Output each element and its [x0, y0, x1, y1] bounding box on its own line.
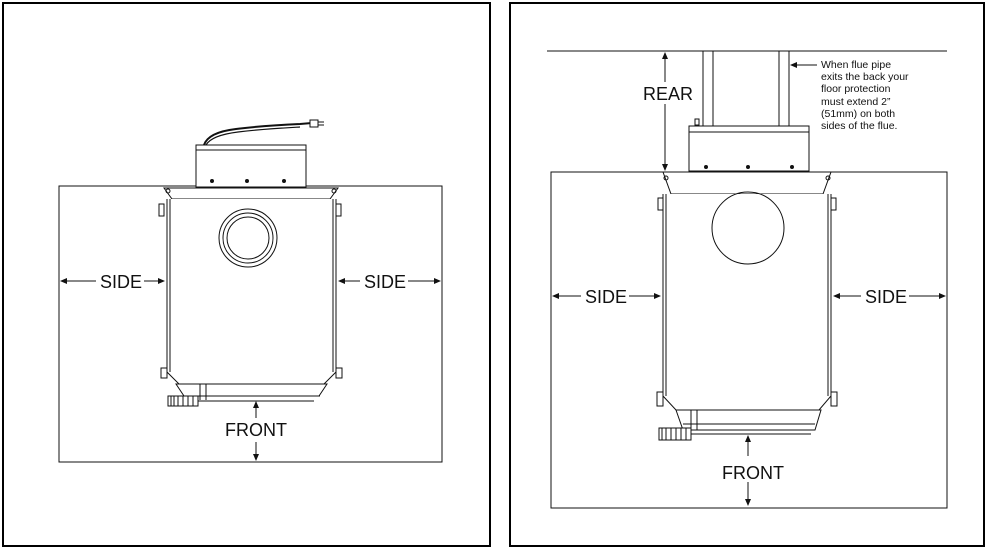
- right-side-label-left: SIDE: [583, 287, 630, 307]
- left-diagram-panel: SIDE SIDE FRONT: [2, 2, 491, 547]
- flue-note-line: exits the back your: [821, 71, 909, 84]
- top-flange: [662, 171, 832, 195]
- right-rear-label: REAR: [641, 84, 696, 104]
- right-side-label-right: SIDE: [863, 287, 910, 307]
- top-box: [195, 144, 307, 188]
- stove-base: [675, 409, 822, 431]
- top-flange: [163, 187, 339, 200]
- flue-note-line: must extend 2”: [821, 95, 891, 108]
- left-side-label-left: SIDE: [98, 272, 145, 292]
- stove-base: [175, 383, 328, 397]
- flue-note: When flue pipe exits the back your floor…: [821, 59, 941, 132]
- right-diagram-drawing: [547, 50, 948, 509]
- vent-circle: [711, 191, 785, 265]
- left-front-label: FRONT: [223, 420, 289, 440]
- vent-ring-outer: [218, 208, 278, 268]
- flue-note-line: When flue pipe: [821, 59, 892, 71]
- right-diagram-panel: REAR SIDE SIDE FRONT When flue pipe exit…: [509, 2, 985, 547]
- stove-body: [166, 199, 337, 385]
- left-diagram-drawing: [58, 119, 443, 463]
- stove-body: [662, 194, 832, 411]
- power-cord: [203, 122, 313, 146]
- top-box: [688, 125, 810, 172]
- right-front-label: FRONT: [720, 463, 786, 483]
- flue-note-line: sides of the flue.: [821, 120, 898, 133]
- left-side-label-right: SIDE: [362, 272, 409, 292]
- flue-note-line: (51mm) on both: [821, 107, 896, 120]
- flue-note-line: floor protection: [821, 83, 891, 96]
